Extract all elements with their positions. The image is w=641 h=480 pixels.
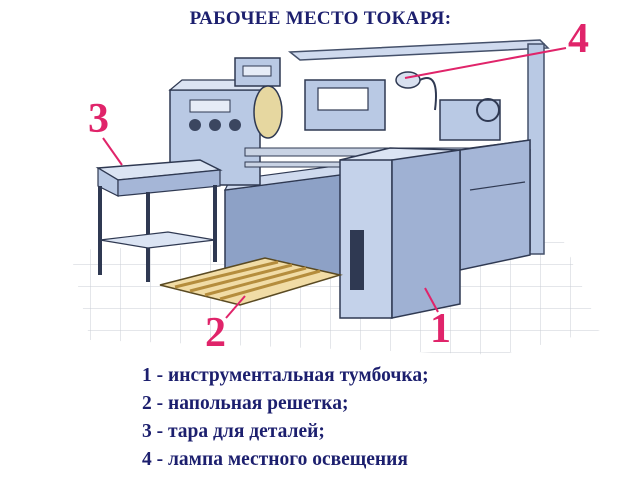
callout-1: 1 [430,306,451,352]
legend-item-1: 1 - инструментальная тумбочка; [142,365,429,386]
local-lamp [395,71,437,111]
overhead-frame [287,39,550,255]
floor-grate [159,257,343,306]
diagram-title: РАБОЧЕЕ МЕСТО ТОКАРЯ: [189,8,452,29]
legend: 1 - инструментальная тумбочка; 2 - напол… [142,362,429,474]
legend-item-3: 3 - тара для деталей; [142,421,325,442]
parts-container [95,159,223,282]
tool-cabinet [339,147,461,319]
legend-item-2: 2 - напольная решетка; [142,393,349,414]
callout-2: 2 [205,310,226,356]
callout-3: 3 [88,96,109,142]
legend-item-4: 4 - лампа местного освещения [142,449,408,470]
callout-4: 4 [568,16,589,62]
callout-leaders [102,47,567,319]
